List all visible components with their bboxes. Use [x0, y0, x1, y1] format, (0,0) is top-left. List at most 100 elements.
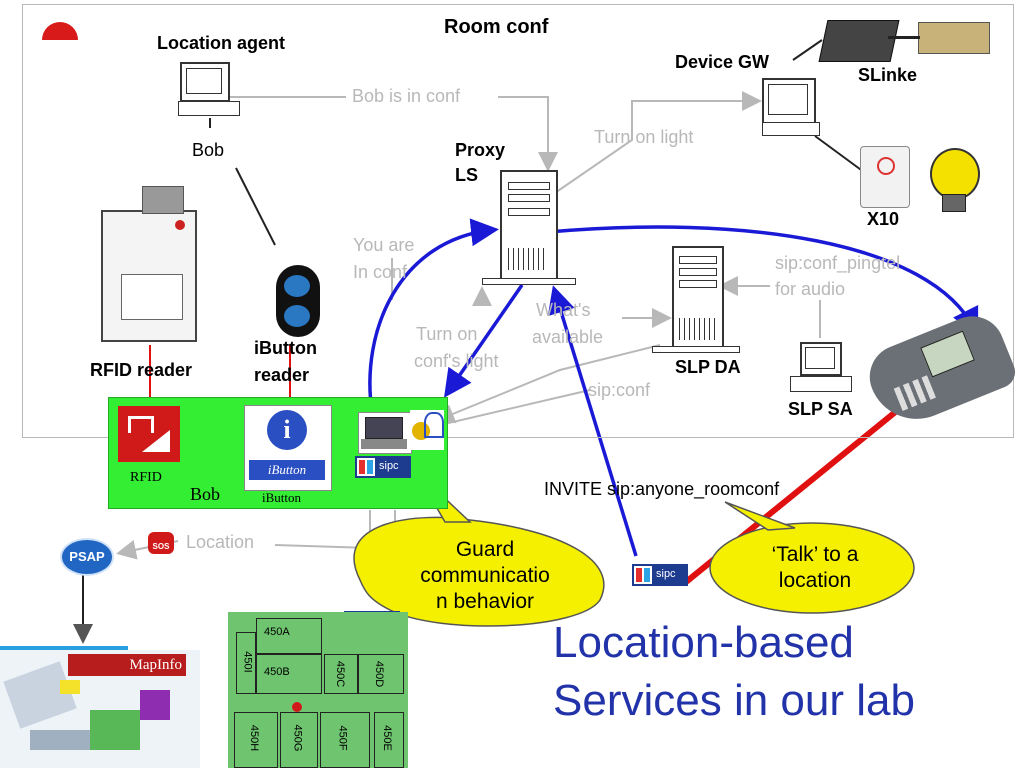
room-boundary: [22, 4, 1014, 438]
msg-pingtel-2: for audio: [775, 279, 846, 299]
light-bulb-icon: [930, 148, 980, 200]
device-gw-base-icon: [762, 122, 820, 136]
bob-label: Bob: [192, 140, 225, 160]
line-gw-slinke: [792, 39, 823, 61]
room-450I: 450I: [241, 651, 254, 673]
room-450B: 450B: [264, 666, 290, 678]
msg-turn-on-conf-1: Turn on: [416, 324, 478, 344]
msg-location: Location: [186, 532, 255, 552]
slide-title-line-2: Services in our lab: [553, 676, 915, 725]
msg-whats-1: What's: [536, 300, 591, 320]
slide-title: Location-based Services in our lab: [553, 614, 915, 730]
msg-you-are-2: In conf: [353, 262, 408, 282]
msg-sip-conf: sip:conf: [588, 380, 651, 400]
msg-bob-in-conf: Bob is in conf: [352, 86, 461, 106]
location-agent-label: Location agent: [157, 33, 286, 53]
callout-talk-text: ‘Talk’ to a location: [740, 542, 890, 594]
room-450G: 450G: [291, 724, 304, 752]
slinke-label: SLinke: [858, 65, 918, 85]
sipc-badge-invite-text: sipc: [656, 568, 676, 580]
room-450F: 450F: [336, 725, 349, 751]
room-label: Room conf: [444, 16, 549, 38]
blue-arrow-proxy-laptop: [444, 284, 524, 398]
psap-icon: PSAP: [60, 538, 114, 576]
ibutton-reader-device-icon: [276, 265, 320, 337]
arrow-turn-on-light: [551, 91, 762, 196]
msg-whats-2: available: [532, 327, 604, 347]
bob-client-label: Bob: [190, 484, 221, 504]
room-450H: 450H: [248, 724, 261, 752]
x10-module-icon: [860, 146, 910, 208]
slp-sa-label: SLP SA: [788, 399, 853, 419]
rfid-reader-label: RFID reader: [90, 360, 193, 380]
slp-da-server-base: [652, 346, 740, 353]
msg-invite: INVITE sip:anyone_roomconf: [544, 479, 780, 499]
proxy-server-icon: [500, 170, 558, 282]
sos-icon: SOS: [148, 532, 174, 554]
ibutton-logo-text: iButton: [249, 460, 325, 480]
bulb-base-icon: [942, 194, 966, 212]
callout-guard-line-1: Guard: [455, 538, 515, 561]
rfid-app-icon[interactable]: [118, 406, 180, 462]
red-marker-icon: [42, 22, 78, 40]
room-450E: 450E: [380, 725, 393, 751]
blue-arrow-invite: [547, 285, 638, 557]
callout-guard-line-2: communicatio: [420, 564, 550, 587]
blue-arrow-laptop-proxy: [368, 218, 499, 413]
location-agent-monitor-icon: [180, 62, 230, 102]
msg-you-are-1: You are: [353, 235, 415, 255]
line-location-laptop: [274, 510, 371, 550]
slp-da-label: SLP DA: [675, 357, 741, 377]
sipc-badge-invite: sipc: [632, 564, 688, 586]
location-agent-keyboard-icon: [178, 101, 240, 116]
proxy-server-base: [482, 278, 576, 285]
callout-talk-line-1: ‘Talk’ to a: [771, 543, 859, 566]
blue-arrow-proxy-phone: [547, 225, 979, 337]
slinke-cable: [888, 36, 920, 39]
proxy-label-2: LS: [455, 165, 479, 185]
callout-guard-body: [353, 516, 605, 627]
slp-da-server-icon: [672, 246, 724, 350]
ibutton-cable: [235, 167, 276, 246]
map-top-bar: [0, 646, 128, 650]
proxy-label-1: Proxy: [455, 140, 506, 160]
room-450A: 450A: [264, 626, 290, 638]
ibutton-app-icon[interactable]: i iButton: [244, 405, 332, 491]
x10-label: X10: [867, 209, 900, 229]
arrow-sip-conf: [434, 344, 661, 424]
location-pin-icon: [292, 702, 302, 712]
ibutton-reader-label-1: iButton: [254, 338, 317, 358]
line-sip-conf-2: [439, 389, 591, 426]
arrow-bob-in-conf-right: [498, 96, 558, 172]
callout-talk-body: [709, 522, 915, 614]
rfid-reader-device-icon: [101, 210, 197, 342]
device-gw-monitor-icon: [762, 78, 816, 124]
slide-title-line-1: Location-based: [553, 618, 854, 667]
device-gw-label: Device GW: [675, 52, 770, 72]
ibutton-reader-label-2: reader: [254, 365, 310, 385]
msg-turn-on-conf-2: conf's light: [414, 351, 499, 371]
slp-sa-monitor-icon: [800, 342, 842, 376]
callout-talk-line-2: location: [778, 569, 852, 592]
rfid-app-label: RFID: [130, 470, 162, 485]
slp-sa-base-icon: [790, 376, 852, 392]
sip-script-icon: [410, 410, 444, 450]
room-450C: 450C: [334, 660, 347, 688]
callout-guard-line-3: n behavior: [435, 590, 535, 613]
slinke-device-icon: [818, 20, 900, 62]
msg-pingtel-1: sip:conf_pingtel: [775, 253, 901, 273]
rfid-cable-connector: [142, 186, 184, 214]
sipc-badge-client-text: sipc: [379, 460, 399, 472]
line-gw-x10: [814, 135, 869, 176]
mapinfo-logo: MapInfo: [68, 654, 186, 676]
ibutton-app-label: iButton: [262, 490, 302, 505]
room-450D: 450D: [373, 660, 386, 688]
sipc-badge-client: sipc: [355, 456, 411, 478]
floorplan: 450A 450I 450B 450C 450D 450H 450G 450F …: [228, 612, 408, 768]
msg-turn-on-light: Turn on light: [594, 127, 694, 147]
callout-guard-text: Guard communicatio n behavior: [395, 537, 575, 615]
slinke-adapter-icon: [918, 22, 990, 54]
laptop-icon[interactable]: [358, 412, 412, 454]
callout-talk-tail: [724, 501, 796, 531]
